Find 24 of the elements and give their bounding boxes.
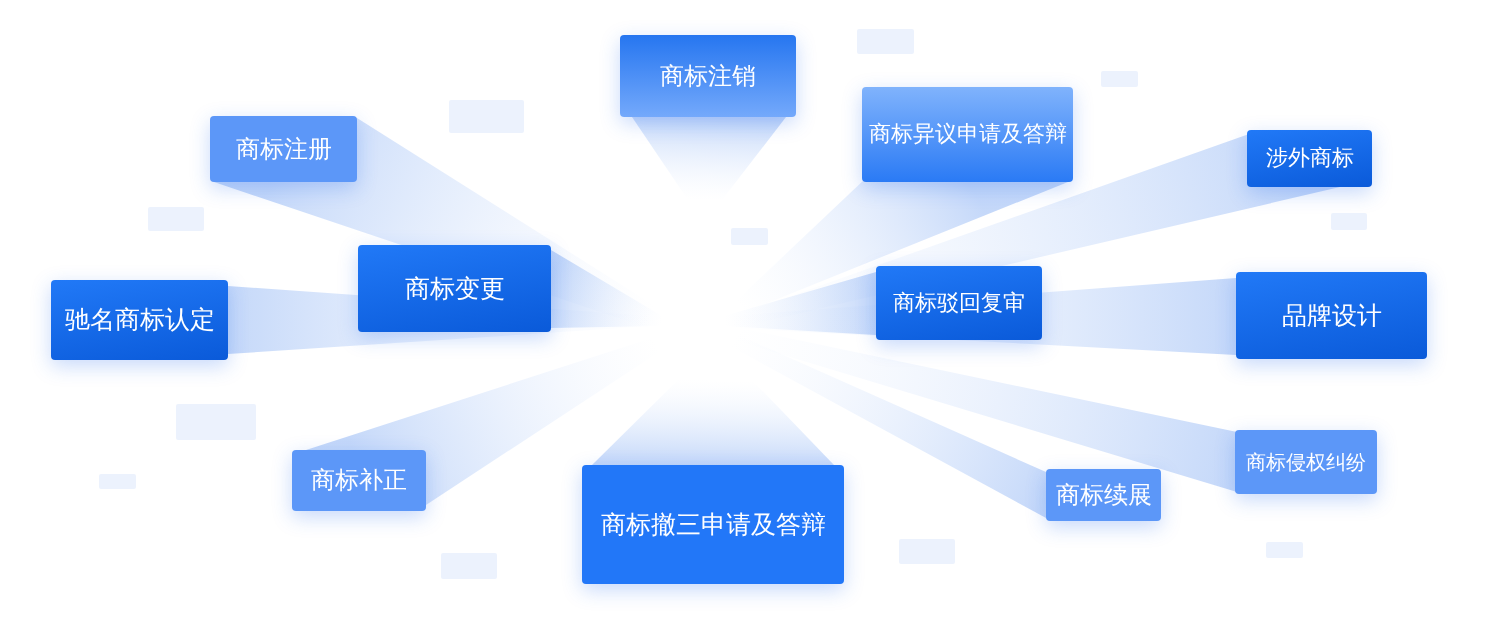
service-box	[1235, 430, 1377, 494]
service-label: 商标变更	[404, 273, 505, 304]
service-label: 商标续展	[1055, 480, 1152, 510]
service-box	[358, 245, 551, 332]
service-label: 商标异议申请及答辩	[868, 121, 1067, 148]
service-label: 品牌设计	[1281, 300, 1382, 331]
service-box	[292, 450, 426, 511]
service-box	[51, 280, 228, 360]
service-box	[862, 87, 1073, 182]
service-label: 商标注销	[660, 61, 756, 91]
service-box	[1247, 130, 1372, 187]
service-label: 商标侵权纠纷	[1246, 450, 1366, 474]
service-box	[876, 266, 1042, 340]
service-label: 涉外商标	[1265, 145, 1354, 172]
service-label: 驰名商标认定	[64, 305, 215, 335]
service-box	[620, 35, 796, 117]
service-box	[1046, 469, 1161, 521]
service-label: 商标补正	[311, 466, 407, 495]
service-box	[582, 465, 844, 584]
service-label: 商标驳回复审	[893, 289, 1025, 317]
service-label: 商标撤三申请及答辩	[600, 509, 826, 540]
service-label: 商标注册	[235, 134, 332, 164]
service-box	[1236, 272, 1427, 359]
service-box	[210, 116, 357, 182]
